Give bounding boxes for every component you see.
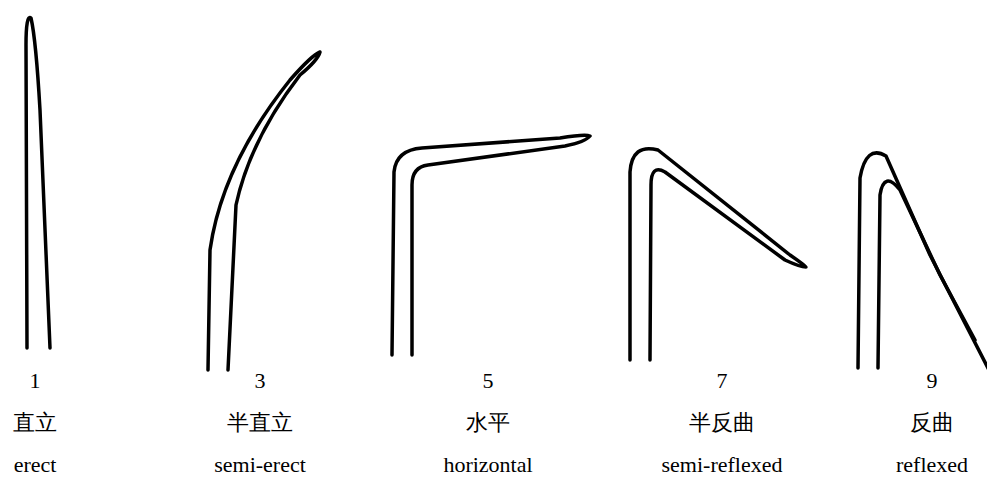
erect-leaf	[26, 18, 50, 348]
english-label: reflexed	[896, 452, 968, 478]
reflexed-leaf-inner	[878, 181, 975, 368]
chinese-label: 直立	[13, 410, 57, 436]
attitude-number: 9	[927, 368, 938, 394]
horizontal-leaf	[392, 135, 590, 355]
reflexed-leaf	[858, 153, 987, 372]
attitude-number: 3	[255, 368, 266, 394]
semi-reflexed-leaf	[630, 149, 806, 360]
english-label: semi-erect	[214, 452, 306, 478]
attitude-number: 1	[30, 368, 41, 394]
attitude-number: 5	[483, 368, 494, 394]
chinese-label: 半直立	[227, 410, 293, 436]
attitude-number: 7	[717, 368, 728, 394]
semi-erect-leaf	[208, 52, 320, 370]
chinese-label: 反曲	[910, 410, 954, 436]
english-label: horizontal	[443, 452, 532, 478]
chinese-label: 水平	[466, 410, 510, 436]
chinese-label: 半反曲	[689, 410, 755, 436]
english-label: erect	[14, 452, 57, 478]
english-label: semi-reflexed	[662, 452, 783, 478]
